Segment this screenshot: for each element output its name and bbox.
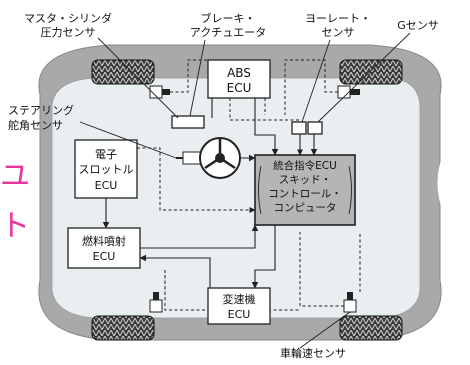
abs-ecu: ABS ECU bbox=[207, 59, 271, 99]
wheel-speed-sensor-icon-fl bbox=[149, 85, 170, 99]
leader-master-cyl bbox=[97, 37, 179, 119]
transmission-ecu: 変速機 ECU bbox=[207, 287, 271, 325]
tire-icon-rear-left bbox=[91, 315, 155, 341]
fuel-ecu-line2: ECU bbox=[93, 250, 116, 263]
line-fr-sensor bbox=[284, 59, 338, 115]
int-ecu-line1: 統合指令ECU bbox=[273, 159, 337, 172]
int-ecu-line4: コンピュータ bbox=[274, 202, 337, 214]
tire-icon-front-right bbox=[339, 59, 403, 85]
line-fuel-int bbox=[140, 224, 259, 249]
line-bottom-loop bbox=[164, 270, 300, 311]
line-abs-int-solid bbox=[254, 98, 279, 156]
line-int-trans bbox=[251, 225, 276, 289]
fuel-ecu-line1: 燃料噴射 bbox=[82, 234, 126, 248]
label-actuator-2: アクチュエータ bbox=[190, 26, 266, 39]
wheel-speed-sensor-icon-rl bbox=[149, 292, 163, 313]
trans-ecu-line2: ECU bbox=[228, 308, 251, 321]
g-sensor-box bbox=[307, 121, 323, 135]
label-actuator-1: ブレーキ・ bbox=[201, 11, 256, 25]
int-ecu-line3: コントロール・ bbox=[268, 188, 342, 200]
edge-glyph-2: ト bbox=[0, 209, 30, 244]
label-yaw-1: ヨーレート・ bbox=[305, 12, 371, 25]
tire-icon-rear-right bbox=[339, 315, 403, 341]
leader-g bbox=[317, 32, 411, 123]
steering-wheel-icon bbox=[176, 137, 241, 179]
leader-actuator bbox=[189, 39, 206, 117]
label-steering-2: 舵角センサ bbox=[8, 118, 63, 132]
trans-ecu-line1: 変速機 bbox=[223, 292, 256, 306]
label-wheel-speed: 車輪速センサ bbox=[280, 346, 346, 360]
fuel-injection-ecu: 燃料噴射 ECU bbox=[67, 227, 141, 269]
label-steering-1: ステアリング bbox=[8, 103, 74, 117]
int-ecu-line2: スキッド・ bbox=[279, 174, 332, 186]
yaw-rate-sensor-box bbox=[291, 121, 307, 135]
throttle-ecu-line3: ECU bbox=[95, 179, 118, 192]
leader-wheel-speed bbox=[299, 311, 351, 349]
line-rr-sensor bbox=[299, 232, 344, 307]
throttle-ecu-line1: 電子 bbox=[95, 148, 117, 161]
edge-glyph-1: ユ bbox=[0, 159, 30, 194]
car-side-arch bbox=[437, 120, 470, 260]
abs-ecu-line2: ECU bbox=[227, 81, 252, 95]
leader-steering bbox=[79, 121, 177, 159]
line-trans-fuel bbox=[139, 254, 211, 288]
brake-actuator-box bbox=[171, 115, 205, 129]
leader-yaw bbox=[301, 39, 331, 123]
throttle-ecu-line2: スロットル bbox=[79, 163, 134, 176]
integrated-command-ecu: 統合指令ECU スキッド・ コントロール・ コンピュータ bbox=[254, 154, 356, 226]
label-master-cyl-2: 圧力センサ bbox=[41, 26, 96, 39]
throttle-ecu: 電子 スロットル ECU bbox=[74, 139, 138, 199]
label-g-sensor: Gセンサ bbox=[397, 19, 439, 32]
label-yaw-2: センサ bbox=[322, 26, 355, 39]
line-abs-int bbox=[229, 98, 303, 156]
abs-ecu-line1: ABS bbox=[227, 66, 251, 80]
label-master-cyl-1: マスタ・シリンダ bbox=[24, 11, 112, 25]
